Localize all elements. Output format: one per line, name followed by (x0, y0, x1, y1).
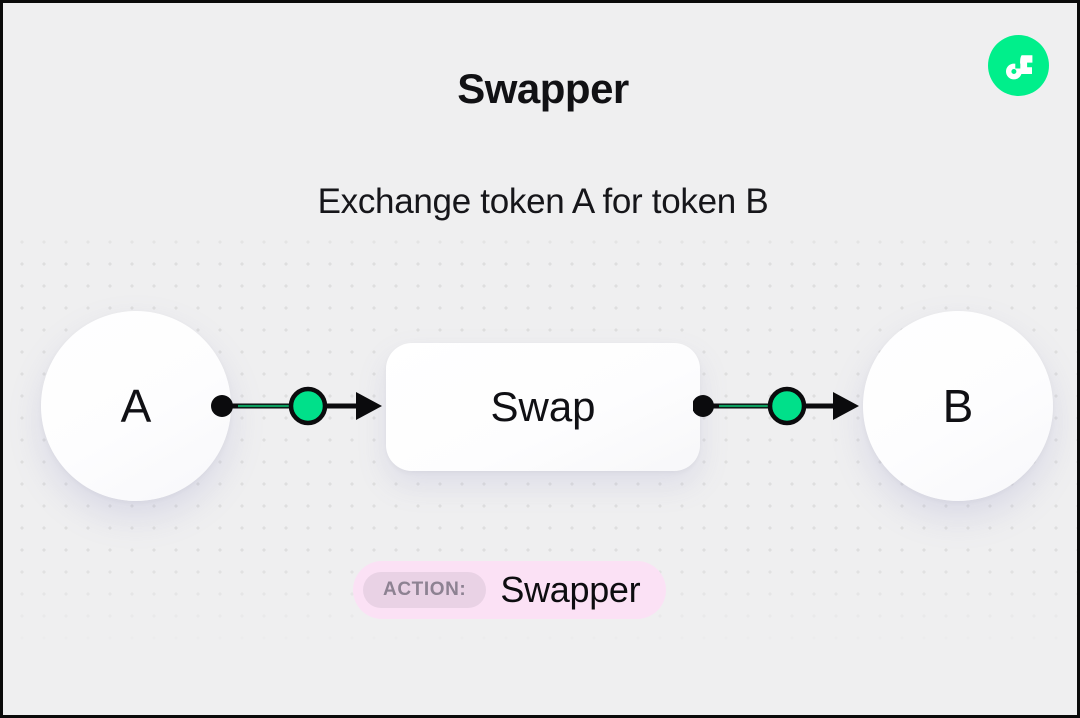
flow-logo (988, 35, 1049, 96)
flow-logo-icon (1005, 54, 1032, 79)
edge-arrow-icon (692, 386, 859, 426)
action-badge: ACTION: Swapper (353, 561, 667, 619)
action-badge-chip: ACTION: (363, 572, 487, 608)
node-swap-label: Swap (490, 383, 596, 430)
node-token-a[interactable]: A (41, 311, 231, 501)
edge-arrow-icon (211, 386, 382, 426)
page-subtitle: Exchange token A for token B (317, 182, 769, 221)
node-token-b[interactable]: B (863, 311, 1053, 501)
node-swap-card[interactable]: Swap (386, 343, 700, 471)
page-title: Swapper (457, 65, 629, 112)
node-token-a-label: A (120, 380, 152, 432)
edge-token-a-to-swap (208, 384, 388, 428)
action-badge-value: Swapper (500, 569, 641, 610)
node-token-b-label: B (942, 380, 974, 432)
edge-swap-to-token-b (692, 384, 873, 428)
